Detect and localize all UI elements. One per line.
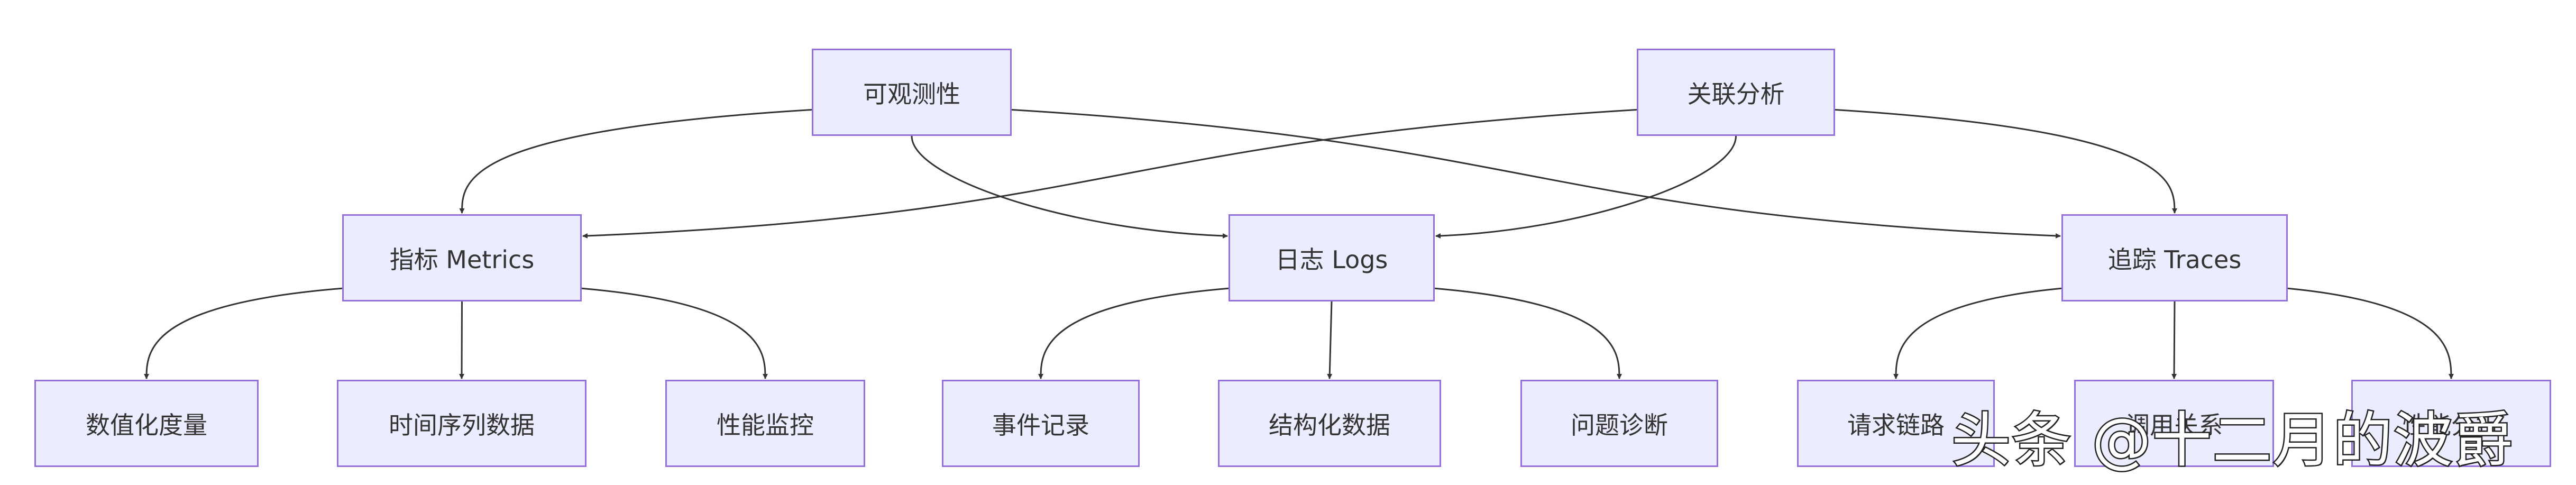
edge-logs-to-structured	[1327, 301, 1333, 379]
node-observability: 可观测性	[812, 49, 1012, 136]
node-event-records: 事件记录	[942, 380, 1140, 467]
node-metrics: 指标 Metrics	[342, 214, 582, 301]
edge-traces-to-perf_analysis	[2287, 287, 2454, 379]
edge-logs-to-diagnosis	[1434, 287, 1622, 379]
edge-observability-to-logs	[911, 135, 1228, 239]
edge-metrics-to-numeric	[144, 287, 343, 379]
edge-logs-to-events	[1038, 287, 1229, 379]
edge-observability-to-metrics	[459, 109, 812, 214]
edge-correlation-to-logs	[1435, 135, 1737, 239]
edge-correlation-to-metrics	[582, 109, 1637, 239]
watermark-text: 头条 @十二月的波爵	[1950, 405, 2515, 477]
node-numeric-metrics: 数值化度量	[34, 380, 259, 467]
node-structured-data: 结构化数据	[1218, 380, 1441, 467]
node-performance-analysis: 性能分析	[2351, 380, 2551, 467]
node-performance-monitoring: 性能监控	[665, 380, 865, 467]
node-logs: 日志 Logs	[1229, 214, 1435, 301]
edge-correlation-to-traces	[1835, 109, 2177, 214]
edge-traces-to-request_chain	[1893, 287, 2062, 379]
node-request-chain: 请求链路	[1797, 380, 1995, 467]
node-traces: 追踪 Traces	[2061, 214, 2288, 301]
edge-observability-to-traces	[1011, 109, 2061, 239]
edge-metrics-to-perf	[581, 287, 768, 379]
node-call-relation: 调用关系	[2074, 380, 2274, 467]
node-time-series-data: 时间序列数据	[337, 380, 586, 467]
node-correlation-analysis: 关联分析	[1637, 49, 1835, 136]
node-problem-diagnosis: 问题诊断	[1520, 380, 1718, 467]
edge-traces-to-call_relation	[2171, 301, 2177, 379]
